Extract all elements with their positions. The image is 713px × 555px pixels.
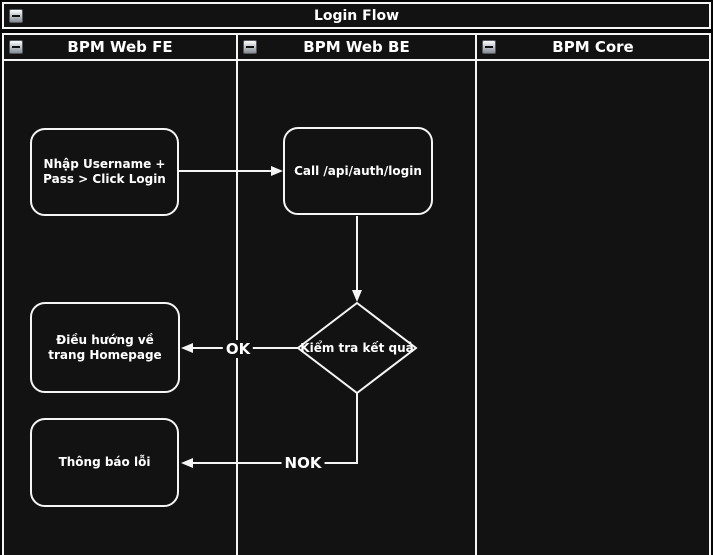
pool-header-login-flow[interactable]: Login Flow [2,2,711,29]
collapse-minus-icon[interactable] [243,40,257,54]
collapse-minus-icon[interactable] [482,40,496,54]
node-check-result-label[interactable]: Kiểm tra kết quả [300,341,414,355]
node-show-error[interactable]: Thông báo lỗi [30,418,179,507]
node-call-login-api[interactable]: Call /api/auth/login [283,127,433,215]
node-input-credentials[interactable]: Nhập Username + Pass > Click Login [30,128,179,216]
collapse-minus-icon[interactable] [9,8,23,23]
lane-header-bpm-web-fe[interactable]: BPM Web FE [2,33,238,61]
lane-title: BPM Web BE [303,38,410,56]
collapse-minus-icon[interactable] [9,40,23,54]
node-redirect-homepage[interactable]: Điều hướng về trang Homepage [30,302,180,393]
edge-label-ok[interactable]: OK [222,340,254,358]
lane-title: BPM Web FE [67,38,173,56]
edge-label-nok[interactable]: NOK [281,454,325,472]
lane-title: BPM Core [552,38,634,56]
pool-title: Login Flow [313,7,400,24]
lane-header-bpm-core[interactable]: BPM Core [475,33,711,61]
lane-header-bpm-web-be[interactable]: BPM Web BE [236,33,477,61]
lane-body-bpm-core [475,59,711,555]
